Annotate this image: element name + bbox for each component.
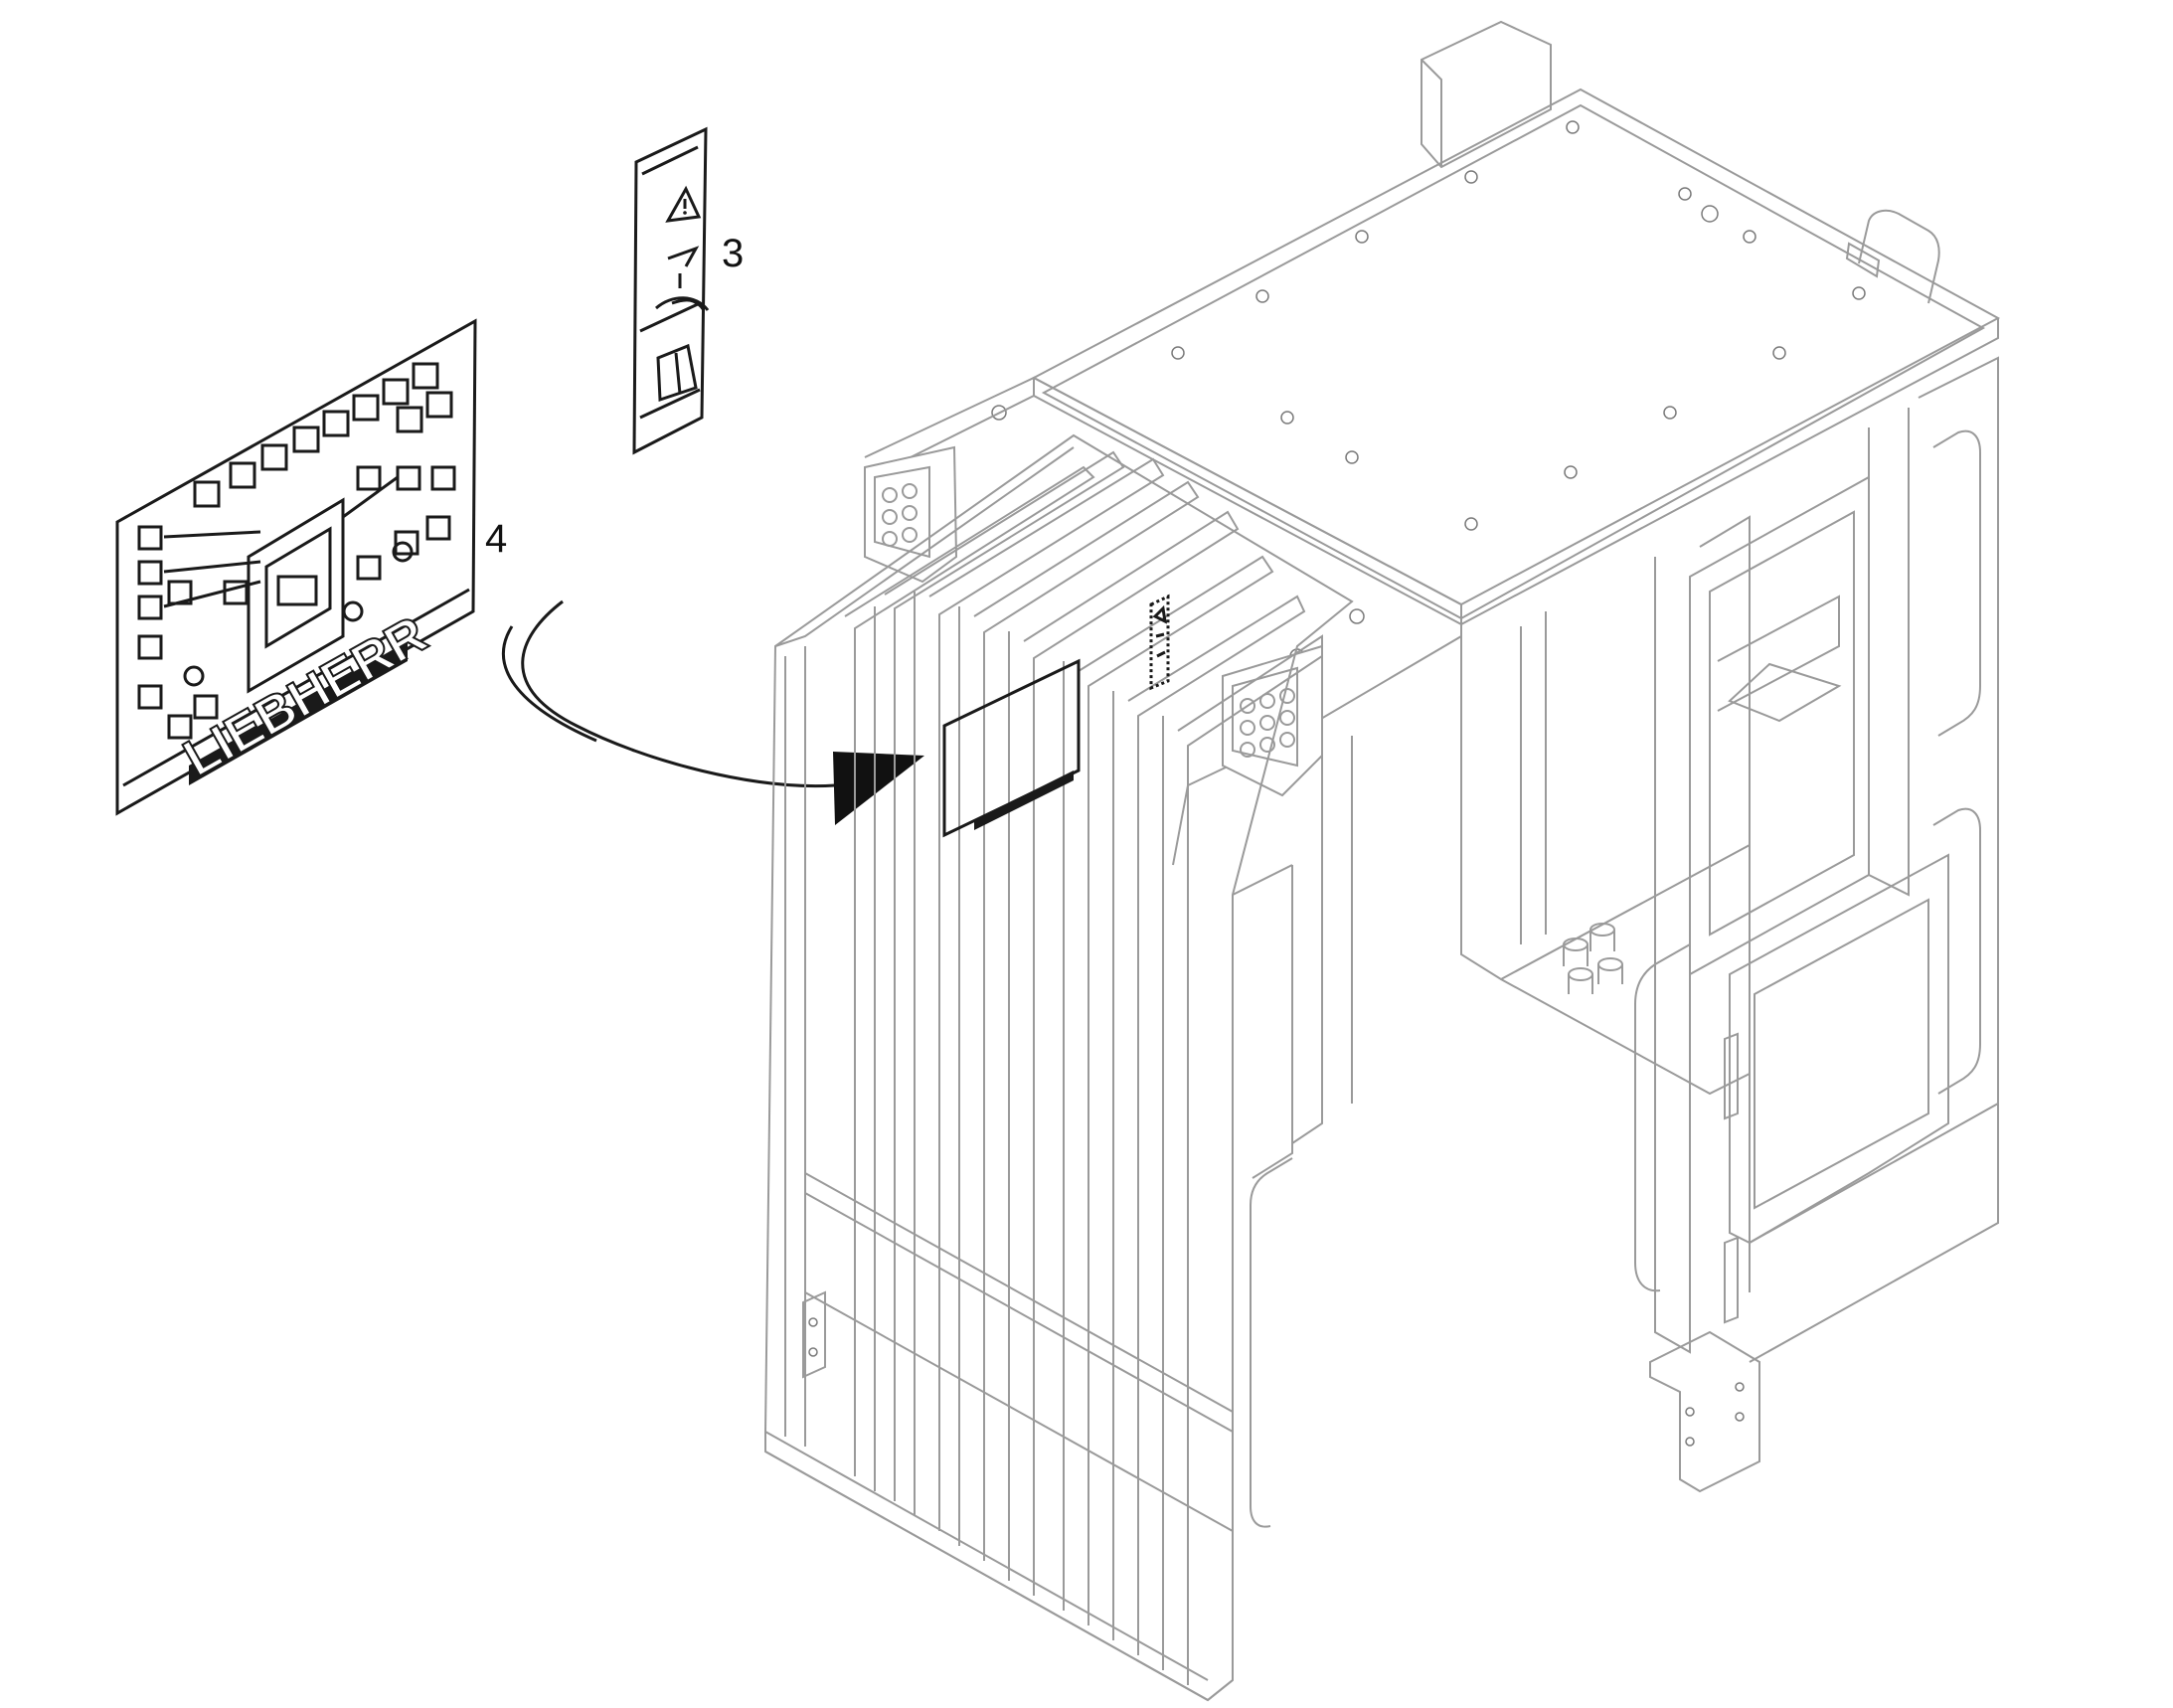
front-guard-frame bbox=[764, 433, 1354, 1702]
callout-3: 3 bbox=[722, 232, 744, 275]
leader-arrow bbox=[501, 599, 924, 825]
decal-4-control-layout: LIEBHERR bbox=[115, 318, 477, 816]
crush-hazard-icon bbox=[667, 246, 706, 311]
right-door bbox=[1729, 853, 1949, 1245]
callout-4: 4 bbox=[485, 517, 507, 561]
cab-frame bbox=[764, 20, 2001, 1702]
work-lamp-left bbox=[864, 445, 958, 584]
decal-3-warning-strip bbox=[632, 126, 710, 455]
roof-bolts bbox=[991, 120, 1866, 664]
manual-book-icon bbox=[656, 343, 698, 403]
reservoir-caps bbox=[1563, 923, 1623, 994]
guard-bars bbox=[844, 450, 1323, 1685]
decal-4-icon-grid bbox=[137, 362, 456, 740]
work-lamp-right bbox=[1222, 644, 1323, 797]
warning-triangle-icon bbox=[665, 185, 702, 223]
